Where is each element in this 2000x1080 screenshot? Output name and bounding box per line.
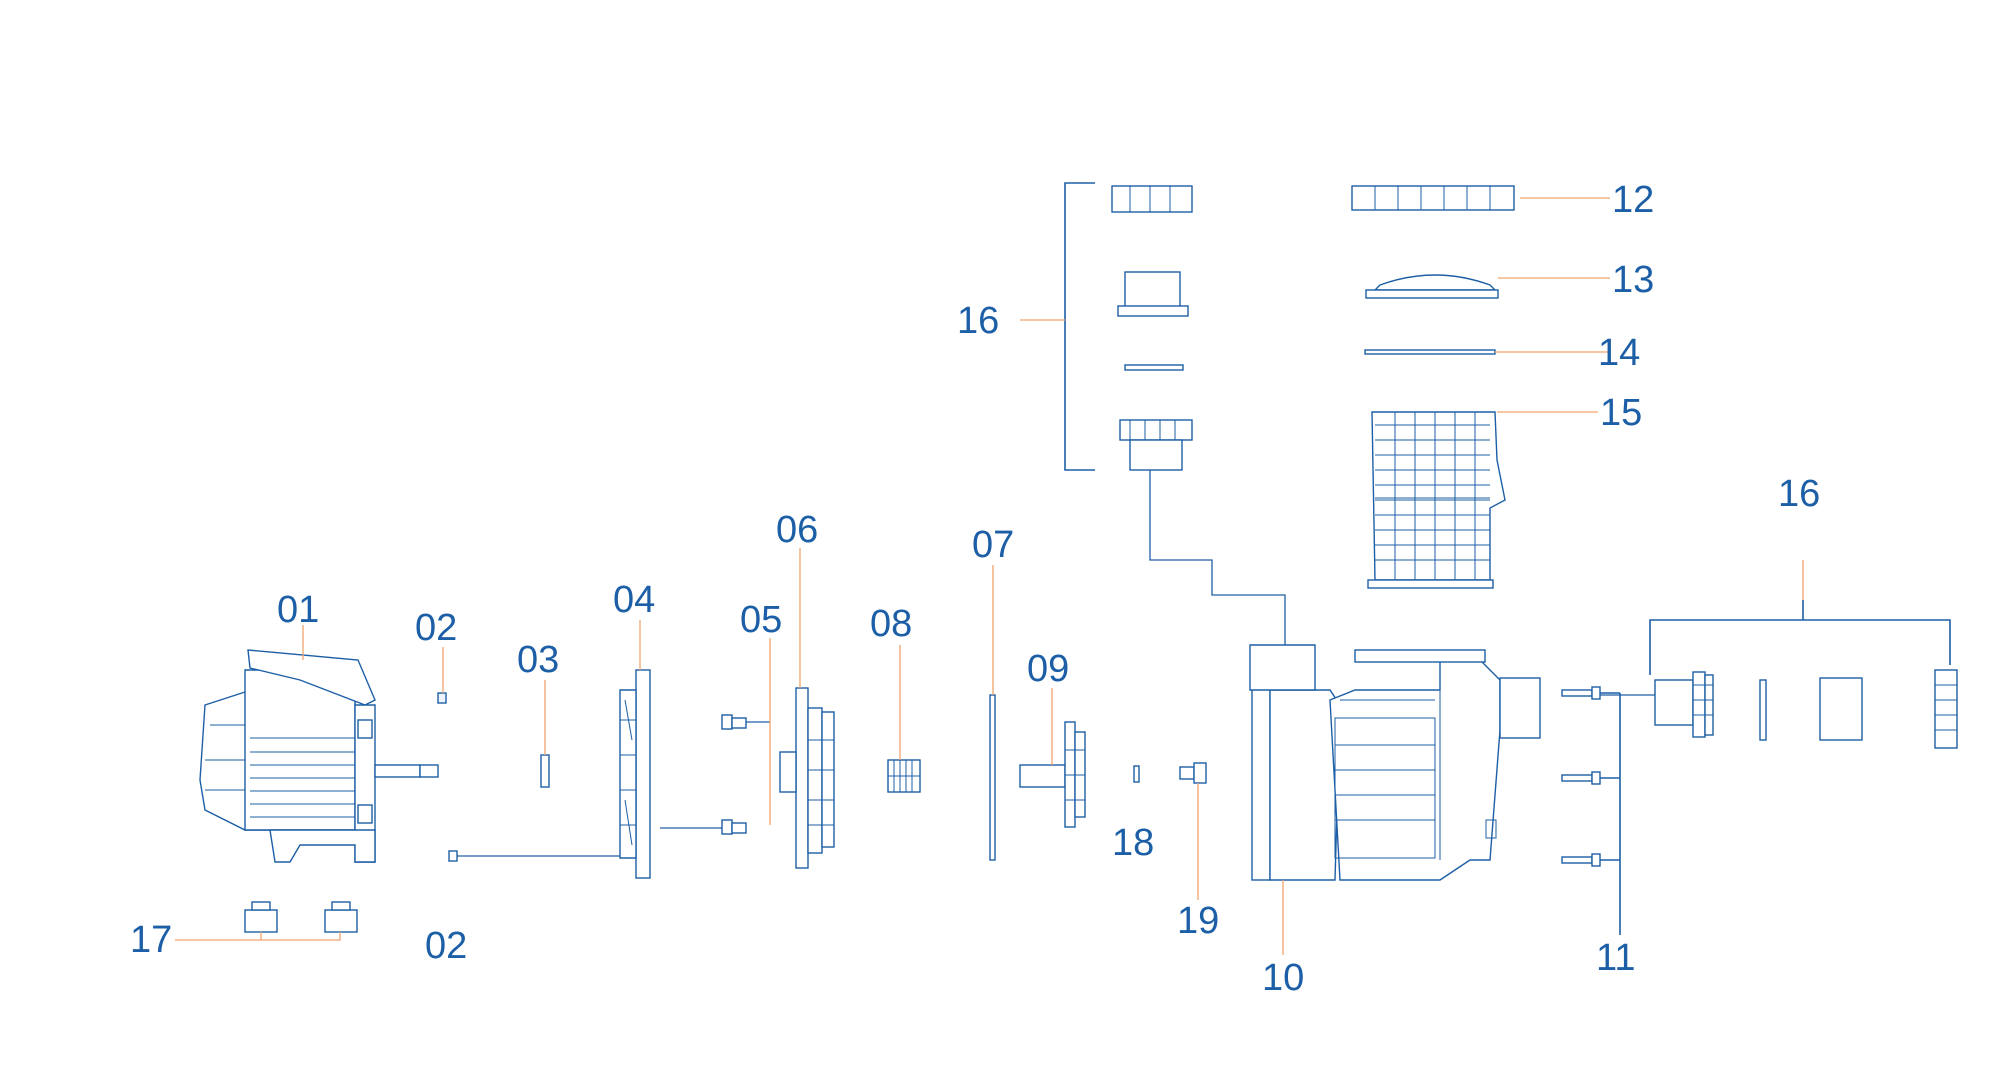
label-10: 10: [1262, 957, 1304, 999]
part-02-bolt-long: [448, 850, 636, 862]
label-06: 06: [776, 509, 818, 551]
label-19: 19: [1177, 900, 1219, 942]
part-02-screw-top: [437, 692, 447, 704]
label-02-bottom: 02: [425, 925, 467, 967]
label-08: 08: [870, 603, 912, 645]
part-08-mechanical-seal: [887, 759, 921, 793]
part-04-flange: [619, 669, 651, 879]
label-03: 03: [517, 639, 559, 681]
part-10-pump-housing: [1249, 644, 1541, 881]
label-13: 13: [1612, 259, 1654, 301]
label-09: 09: [1027, 648, 1069, 690]
label-04: 04: [613, 579, 655, 621]
part-14-lid-oring: [1364, 349, 1496, 355]
part-labels: 01 02 03 04 05 06 08 07 09 18 19 10 11 1…: [130, 179, 1820, 999]
part-16-union-right: [1654, 669, 1958, 749]
bracket-16-right: [1649, 619, 1951, 675]
part-09-impeller: [1019, 721, 1086, 828]
label-17: 17: [130, 919, 172, 961]
label-16-right: 16: [1778, 473, 1820, 515]
part-05-bolts: [660, 714, 770, 835]
label-05: 05: [740, 599, 782, 641]
part-16-union-top: [1111, 185, 1193, 471]
part-13-lid: [1365, 274, 1499, 299]
label-14: 14: [1598, 332, 1640, 374]
part-06-seal-plate: [779, 687, 835, 869]
part-03-key: [540, 754, 550, 788]
part-11-screws: [1561, 686, 1601, 867]
part-01-motor: [199, 649, 439, 863]
part-17-feet: [244, 901, 358, 933]
label-18: 18: [1112, 822, 1154, 864]
label-01: 01: [277, 589, 319, 631]
part-12-lid-ring: [1351, 185, 1515, 211]
label-15: 15: [1600, 392, 1642, 434]
label-16-top: 16: [957, 300, 999, 342]
label-11: 11: [1596, 937, 1635, 979]
part-07-gasket: [989, 694, 996, 861]
part-15-strainer-basket: [1367, 411, 1506, 589]
label-07: 07: [972, 524, 1014, 566]
bracket-16-top: [1064, 182, 1095, 471]
part-19-screw: [1179, 762, 1207, 784]
label-12: 12: [1612, 179, 1654, 221]
label-02-top: 02: [415, 607, 457, 649]
part-18-ring: [1133, 765, 1140, 783]
leader-lines: [175, 197, 1804, 955]
